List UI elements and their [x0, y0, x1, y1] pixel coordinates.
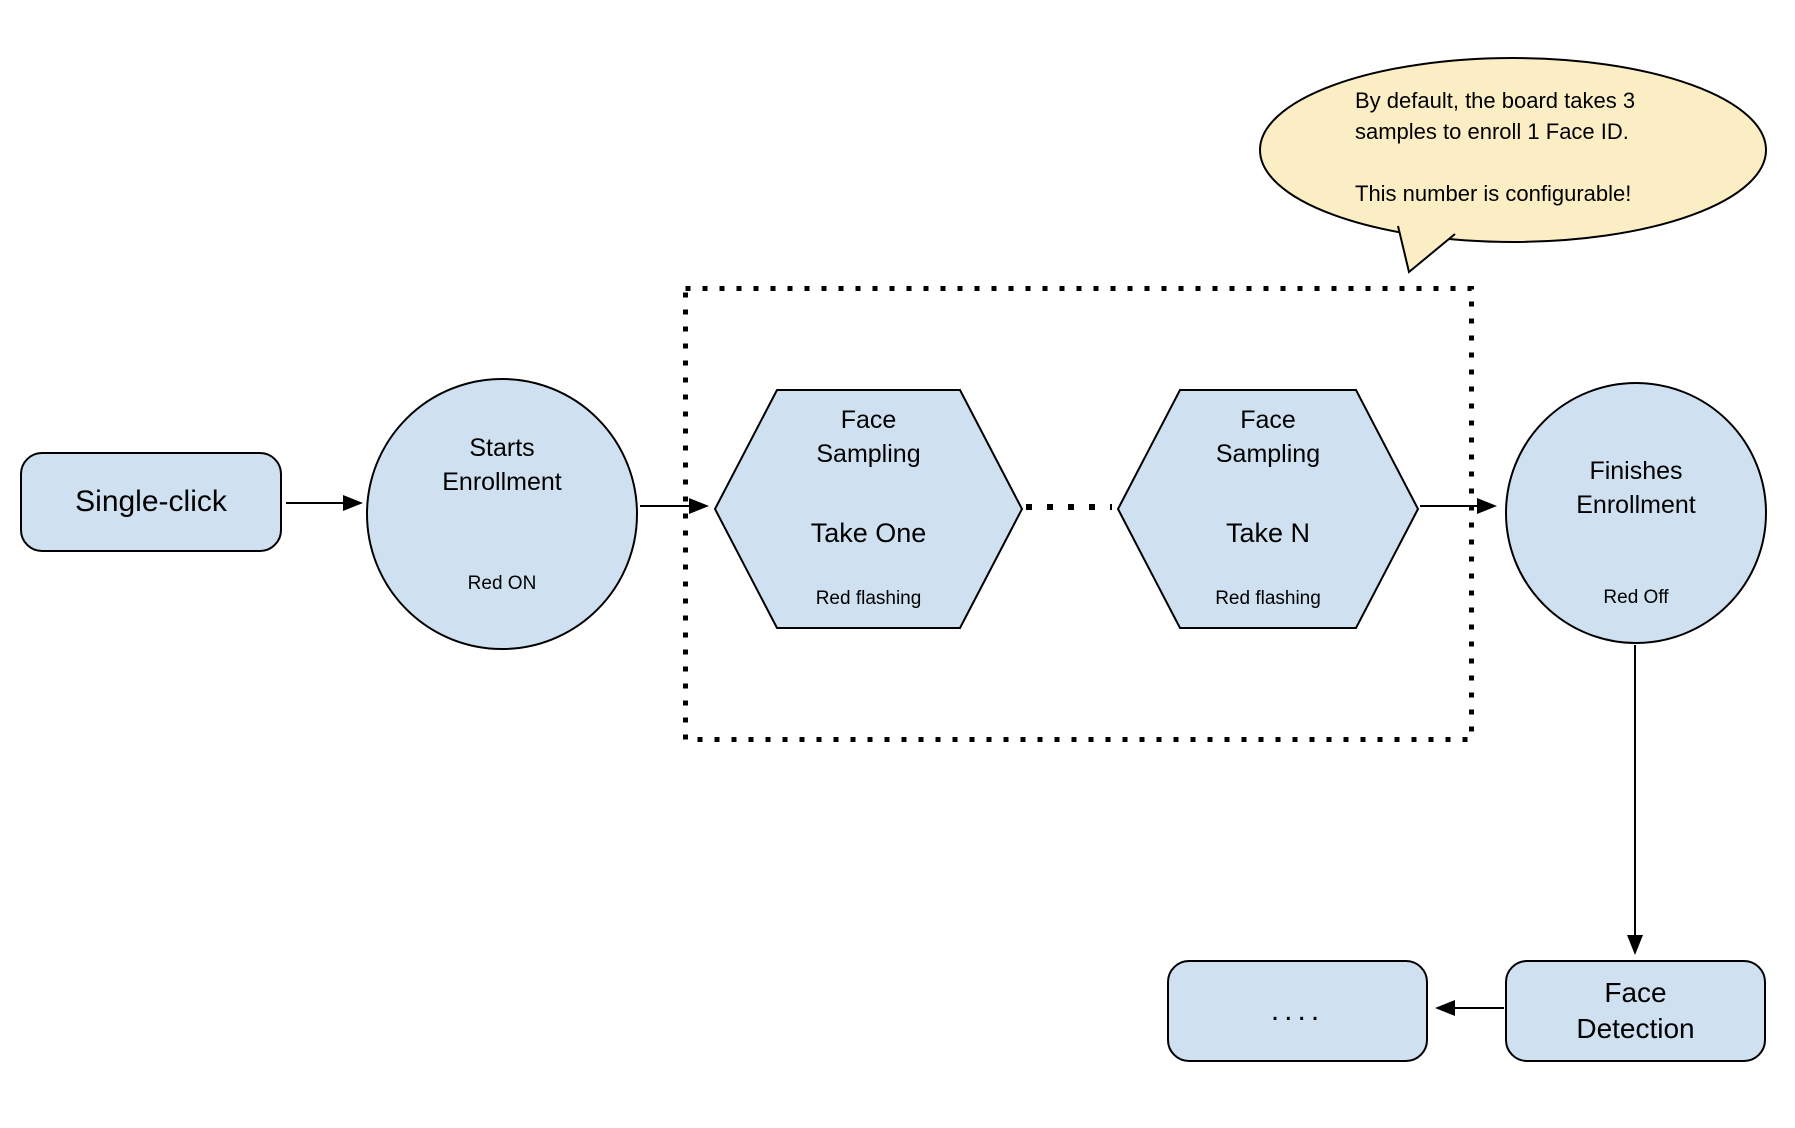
starts-enrollment-node [366, 378, 638, 650]
finishes-enrollment-status: Red Off [1603, 587, 1669, 608]
callout-line-2: samples to enroll 1 Face ID. [1355, 119, 1629, 144]
take-n-status: Red flashing [1215, 588, 1321, 609]
take-one-label: Take One [810, 518, 927, 548]
face-sampling-take-one-node [713, 389, 1024, 629]
callout-text: By default, the board takes 3 samples to… [1355, 85, 1635, 209]
take-one-status: Red flashing [815, 588, 922, 609]
face-detection-label: Face Detection [1576, 977, 1695, 1044]
starts-enrollment-label: Starts Enrollment [442, 434, 562, 496]
callout-bubble [1259, 57, 1767, 243]
finishes-enrollment-node [1505, 382, 1767, 644]
continuation-node: .... [1167, 960, 1428, 1062]
face-sampling-take-n-node [1116, 389, 1420, 629]
single-click-node: Single-click [20, 452, 282, 552]
callout-line-3: This number is configurable! [1355, 181, 1632, 206]
single-click-label: Single-click [75, 485, 227, 518]
continuation-label: .... [1270, 994, 1325, 1027]
take-one-title: Face Sampling [816, 406, 921, 468]
sampling-group-border [683, 286, 1474, 742]
callout-line-1: By default, the board takes 3 [1355, 88, 1636, 113]
take-n-label: Take N [1225, 518, 1311, 548]
callout-bubble-tail [1397, 225, 1456, 274]
take-n-title: Face Sampling [1215, 406, 1321, 468]
starts-enrollment-status: Red ON [467, 573, 537, 594]
finishes-enrollment-label: Finishes Enrollment [1576, 457, 1696, 519]
face-detection-node: Face Detection [1505, 960, 1766, 1062]
